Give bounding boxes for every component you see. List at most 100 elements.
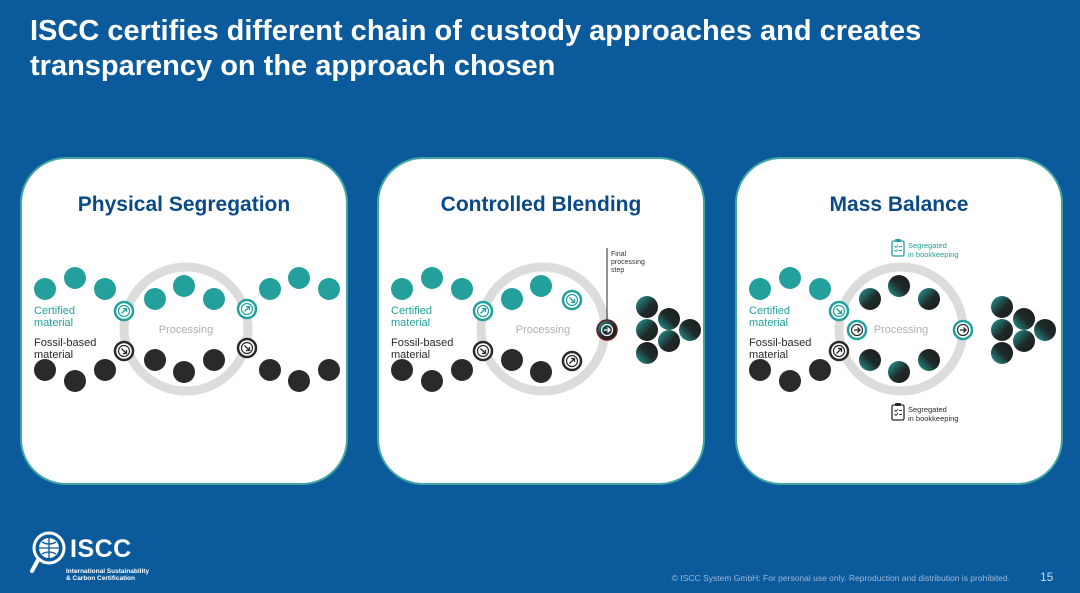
blended-dot: [636, 342, 658, 364]
blended-dot: [1013, 330, 1035, 352]
certified-dot: [173, 275, 195, 297]
fossil-label-line-1: Fossil-based: [34, 337, 96, 349]
controlled-blending-diagram: Processing: [391, 248, 701, 396]
fossil-dot: [64, 370, 86, 392]
page-number: 15: [1040, 570, 1054, 584]
blended-dot: [918, 288, 940, 310]
logo-wordmark: ISCC: [70, 535, 132, 563]
fossil-dot: [34, 359, 56, 381]
logo-subtitle-line-2: & Carbon Certification: [66, 575, 135, 582]
card-title: Controlled Blending: [440, 193, 642, 216]
arrow-up-right-icon: [236, 298, 258, 320]
fossil-dot: [421, 370, 443, 392]
slide-title: ISCC certifies different chain of custod…: [30, 14, 1050, 84]
segregated-bottom-line-2: in bookkeeping: [908, 414, 958, 423]
certified-dot: [203, 288, 225, 310]
card-title: Mass Balance: [829, 193, 969, 216]
fossil-dot: [749, 359, 771, 381]
blended-dot: [888, 275, 910, 297]
segregated-bottom-line-1: Segregated: [908, 405, 947, 414]
segregated-top-line-1: Segregated: [908, 241, 947, 250]
fossil-dot: [530, 361, 552, 383]
logo-subtitle-line-1: International Sustainability: [66, 568, 150, 575]
certified-label-line-2: material: [391, 317, 430, 329]
certified-dot: [451, 278, 473, 300]
arrow-up-right-icon: [561, 350, 583, 372]
fossil-dot: [173, 361, 195, 383]
arrow-down-right-icon: [113, 340, 135, 362]
card-physical-segregation: Physical Segregation Processing: [20, 157, 348, 485]
blended-dot: [888, 361, 910, 383]
arrow-up-right-icon: [113, 300, 135, 322]
blended-dot: [636, 296, 658, 318]
processing-label: Processing: [874, 324, 928, 336]
fossil-dot: [809, 359, 831, 381]
certified-dot: [809, 278, 831, 300]
arrow-up-right-icon: [472, 300, 494, 322]
logo-subtitle: International Sustainability & Carbon Ce…: [66, 568, 149, 582]
slide-title-line-1: ISCC certifies different chain of custod…: [30, 15, 922, 47]
arrow-right-icon: [846, 319, 868, 341]
certified-dot: [391, 278, 413, 300]
arrow-down-right-icon: [828, 300, 850, 322]
blended-dot: [991, 296, 1013, 318]
blended-dot: [991, 342, 1013, 364]
final-step-label-line-2: processing: [611, 259, 645, 266]
certified-dot: [318, 278, 340, 300]
certified-dot: [144, 288, 166, 310]
fossil-dot: [259, 359, 281, 381]
fossil-dot: [501, 349, 523, 371]
certified-label-line-1: Certified: [749, 305, 790, 317]
arrow-down-right-icon: [472, 340, 494, 362]
certified-label-line-2: material: [749, 317, 788, 329]
certified-dot: [259, 278, 281, 300]
iscc-logo: ISCC International Sustainability & Carb…: [30, 527, 190, 587]
arrow-right-icon: [596, 319, 618, 341]
certified-label-line-1: Certified: [34, 305, 75, 317]
fossil-label-line-2: material: [391, 349, 430, 361]
arrow-down-right-icon: [561, 289, 583, 311]
segregated-top-line-2: in bookkeeping: [908, 250, 958, 259]
certified-dot: [779, 267, 801, 289]
blended-dot: [859, 349, 881, 371]
blended-dot: [918, 349, 940, 371]
processing-ring: [119, 262, 253, 396]
clipboard-checklist-icon: [891, 239, 905, 257]
slide-title-line-2: transparency on the approach chosen: [30, 50, 556, 82]
fossil-label-line-1: Fossil-based: [749, 337, 811, 349]
processing-label: Processing: [159, 324, 213, 336]
blended-dot: [636, 319, 658, 341]
certified-label-line-2: material: [34, 317, 73, 329]
clipboard-checklist-icon: [891, 403, 905, 421]
certified-dot: [94, 278, 116, 300]
certified-dot: [64, 267, 86, 289]
fossil-dot: [144, 349, 166, 371]
physical-segregation-diagram: Processing: [34, 262, 340, 396]
globe-magnifier-icon: [30, 531, 66, 573]
fossil-dot: [288, 370, 310, 392]
fossil-dot: [779, 370, 801, 392]
final-step-label-line-1: Final: [611, 251, 627, 258]
fossil-dot: [94, 359, 116, 381]
blended-dot: [1034, 319, 1056, 341]
card-title: Physical Segregation: [77, 193, 291, 216]
arrow-up-right-icon: [828, 340, 850, 362]
certified-dot: [421, 267, 443, 289]
blended-dot: [658, 308, 680, 330]
certified-dot: [749, 278, 771, 300]
final-step-label-line-3: step: [611, 267, 624, 274]
mass-balance-diagram: Processing: [749, 239, 1056, 423]
certified-dot: [34, 278, 56, 300]
card-controlled-blending: Controlled Blending Processing: [377, 157, 705, 485]
processing-label: Processing: [516, 324, 570, 336]
certified-label-line-1: Certified: [391, 305, 432, 317]
certified-dot: [288, 267, 310, 289]
blended-dot: [1013, 308, 1035, 330]
fossil-dot: [451, 359, 473, 381]
arrow-down-right-icon: [236, 337, 258, 359]
fossil-label-line-1: Fossil-based: [391, 337, 453, 349]
fossil-dot: [318, 359, 340, 381]
blended-dot: [991, 319, 1013, 341]
arrow-right-icon: [952, 319, 974, 341]
certified-dot: [501, 288, 523, 310]
